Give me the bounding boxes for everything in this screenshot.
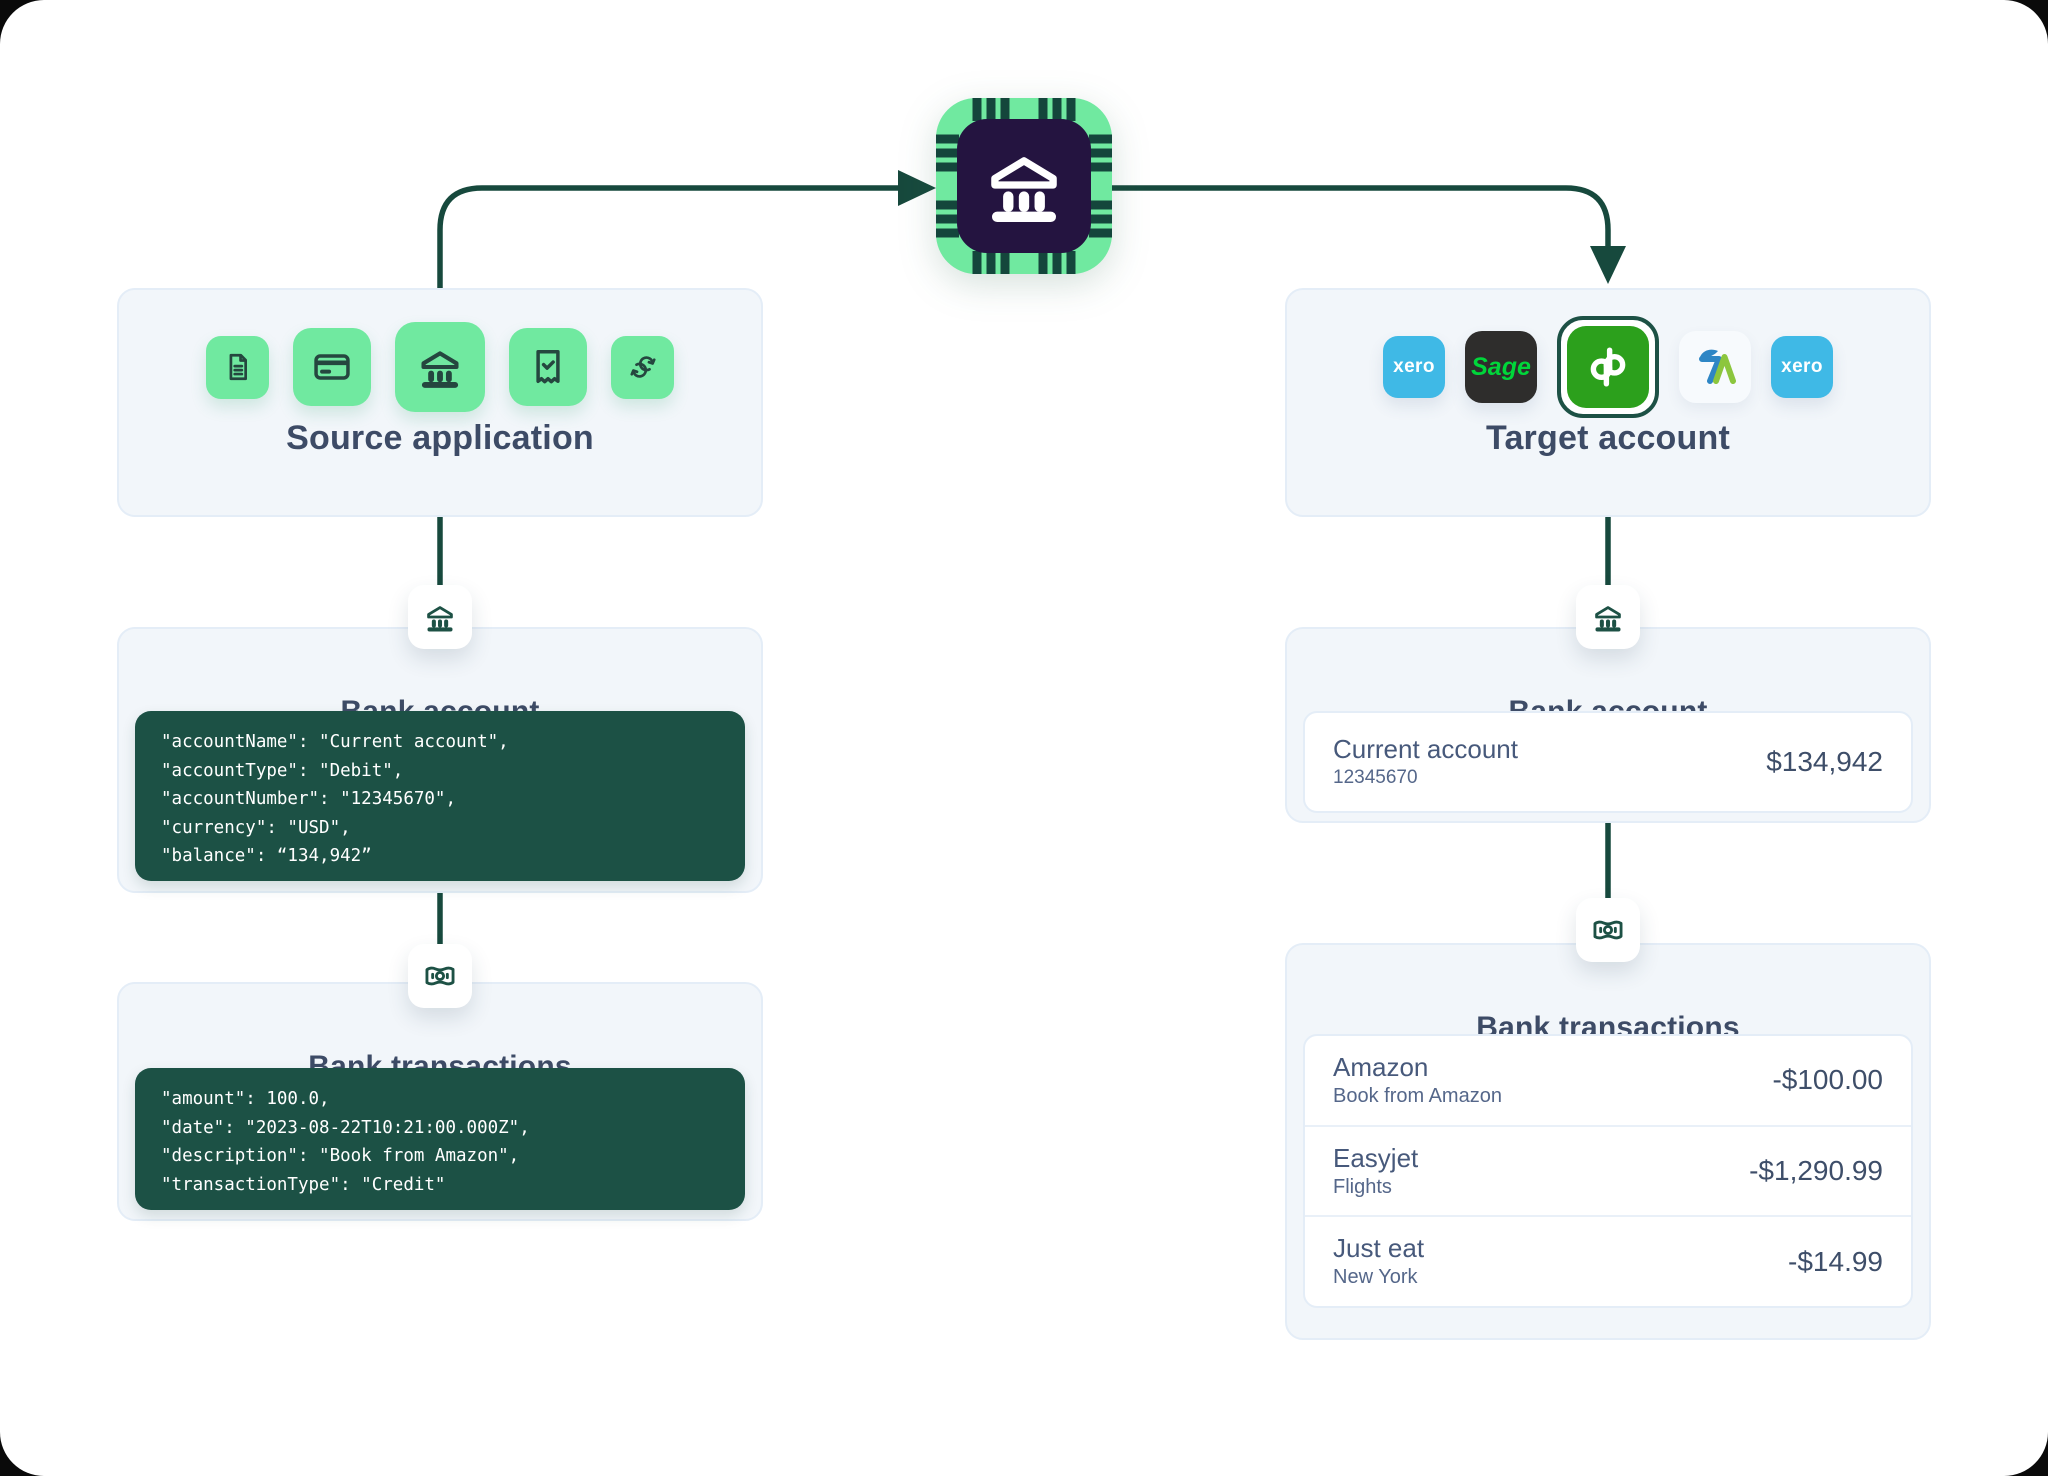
transaction-row: Amazon Book from Amazon -$100.00 xyxy=(1305,1036,1911,1125)
source-panel-title: Source application xyxy=(286,418,594,457)
bank-icon xyxy=(1590,599,1626,635)
transaction-info: Just eat New York xyxy=(1333,1232,1424,1291)
arrowhead-right xyxy=(898,170,936,206)
source-application-panel: Source application xyxy=(117,288,763,517)
mini-banknote-icon-card-right xyxy=(1576,898,1640,962)
transaction-amount: -$1,290.99 xyxy=(1749,1155,1883,1186)
arrow-hub-to-target xyxy=(1109,185,1611,251)
bank-icon xyxy=(422,599,458,635)
app-tile-freeagent[interactable] xyxy=(1679,331,1751,403)
account-number: 12345670 xyxy=(1333,767,1418,788)
transaction-row: Just eat New York -$14.99 xyxy=(1305,1215,1911,1306)
code-line: "amount": 100.0, xyxy=(161,1089,330,1109)
xero-logo: xero xyxy=(1393,356,1435,377)
source-tile-bank-selected[interactable] xyxy=(395,322,485,412)
target-bank-account-card: Bank account Current account 12345670 $1… xyxy=(1285,627,1931,823)
credit-card-icon xyxy=(310,345,354,389)
code-line: "balance": “134,942” xyxy=(161,846,372,866)
qb-icon xyxy=(1590,347,1626,387)
source-tile-credit-card[interactable] xyxy=(293,328,371,406)
bank-chip-icon xyxy=(936,98,1112,274)
target-bank-transactions-card: Bank transactions Amazon Book from Amazo… xyxy=(1285,943,1931,1340)
transactions-list: Amazon Book from Amazon -$100.00 Easyjet… xyxy=(1303,1034,1913,1308)
transaction-description: Flights xyxy=(1333,1175,1392,1198)
freeagent-icon xyxy=(1699,349,1736,384)
transaction-info: Easyjet Flights xyxy=(1333,1142,1418,1201)
receipt-check-icon xyxy=(536,350,560,384)
transaction-merchant: Easyjet xyxy=(1333,1142,1419,1173)
account-name: Current account xyxy=(1333,734,1518,764)
target-panel-title: Target account xyxy=(1486,418,1730,457)
transaction-description: New York xyxy=(1333,1266,1418,1289)
code-line: "accountNumber": "12345670", xyxy=(161,789,457,809)
arrowhead-down xyxy=(1590,246,1626,284)
target-account-panel: xero Sage xyxy=(1285,288,1931,517)
source-bank-account-card: Bank account "accountName": "Current acc… xyxy=(117,627,763,893)
mini-bank-icon-card-right xyxy=(1576,585,1640,649)
transaction-merchant: Just eat xyxy=(1333,1233,1425,1264)
banknote-icon xyxy=(425,966,455,986)
transaction-amount: -$14.99 xyxy=(1788,1245,1883,1277)
code-line: "description": "Book from Amazon", xyxy=(161,1146,520,1166)
code-line: "accountType": "Debit", xyxy=(161,760,404,781)
transaction-info: Amazon Book from Amazon xyxy=(1333,1051,1502,1110)
arrow-source-to-hub xyxy=(437,185,903,292)
quickbooks-logo xyxy=(1567,326,1649,408)
code-line: "date": "2023-08-22T10:21:00.000Z", xyxy=(161,1117,530,1138)
transaction-merchant: Amazon xyxy=(1333,1051,1429,1082)
mini-banknote-icon-card xyxy=(408,944,472,1008)
account-summary-row: Current account 12345670 $134,942 xyxy=(1303,711,1913,813)
account-balance: $134,942 xyxy=(1766,746,1883,777)
source-tile-receipt[interactable] xyxy=(509,328,587,406)
mini-bank-icon-card xyxy=(408,585,472,649)
sage-logo: Sage xyxy=(1471,352,1531,381)
app-tile-sage[interactable]: Sage xyxy=(1465,331,1537,403)
account-info: Current account 12345670 xyxy=(1333,733,1518,791)
banknote-icon xyxy=(1593,920,1623,940)
transaction-description: Book from Amazon xyxy=(1333,1084,1502,1107)
target-app-row: xero Sage xyxy=(1287,290,1929,444)
bank-account-json-block: "accountName": "Current account", "accou… xyxy=(135,711,745,881)
app-tile-quickbooks-selected[interactable] xyxy=(1557,316,1659,418)
code-line: "transactionType": "Credit" xyxy=(161,1174,446,1195)
source-tile-sync[interactable] xyxy=(611,335,674,399)
bank-icon xyxy=(414,341,466,393)
source-bank-transactions-card: Bank transactions "amount": 100.0, "date… xyxy=(117,982,763,1221)
app-tile-xero-2[interactable]: xero xyxy=(1771,336,1833,398)
source-tile-document[interactable] xyxy=(206,335,269,399)
transaction-row: Easyjet Flights -$1,290.99 xyxy=(1305,1124,1911,1216)
sync-icon xyxy=(629,356,656,378)
document-icon xyxy=(229,353,247,381)
source-icon-row xyxy=(119,290,761,444)
code-line: "accountName": "Current account", xyxy=(161,732,509,752)
app-tile-xero[interactable]: xero xyxy=(1383,336,1445,398)
code-line: "currency": "USD", xyxy=(161,817,351,838)
xero-logo: xero xyxy=(1781,356,1823,377)
bank-transactions-json-block: "amount": 100.0, "date": "2023-08-22T10:… xyxy=(135,1068,745,1210)
transaction-amount: -$100.00 xyxy=(1772,1064,1883,1096)
